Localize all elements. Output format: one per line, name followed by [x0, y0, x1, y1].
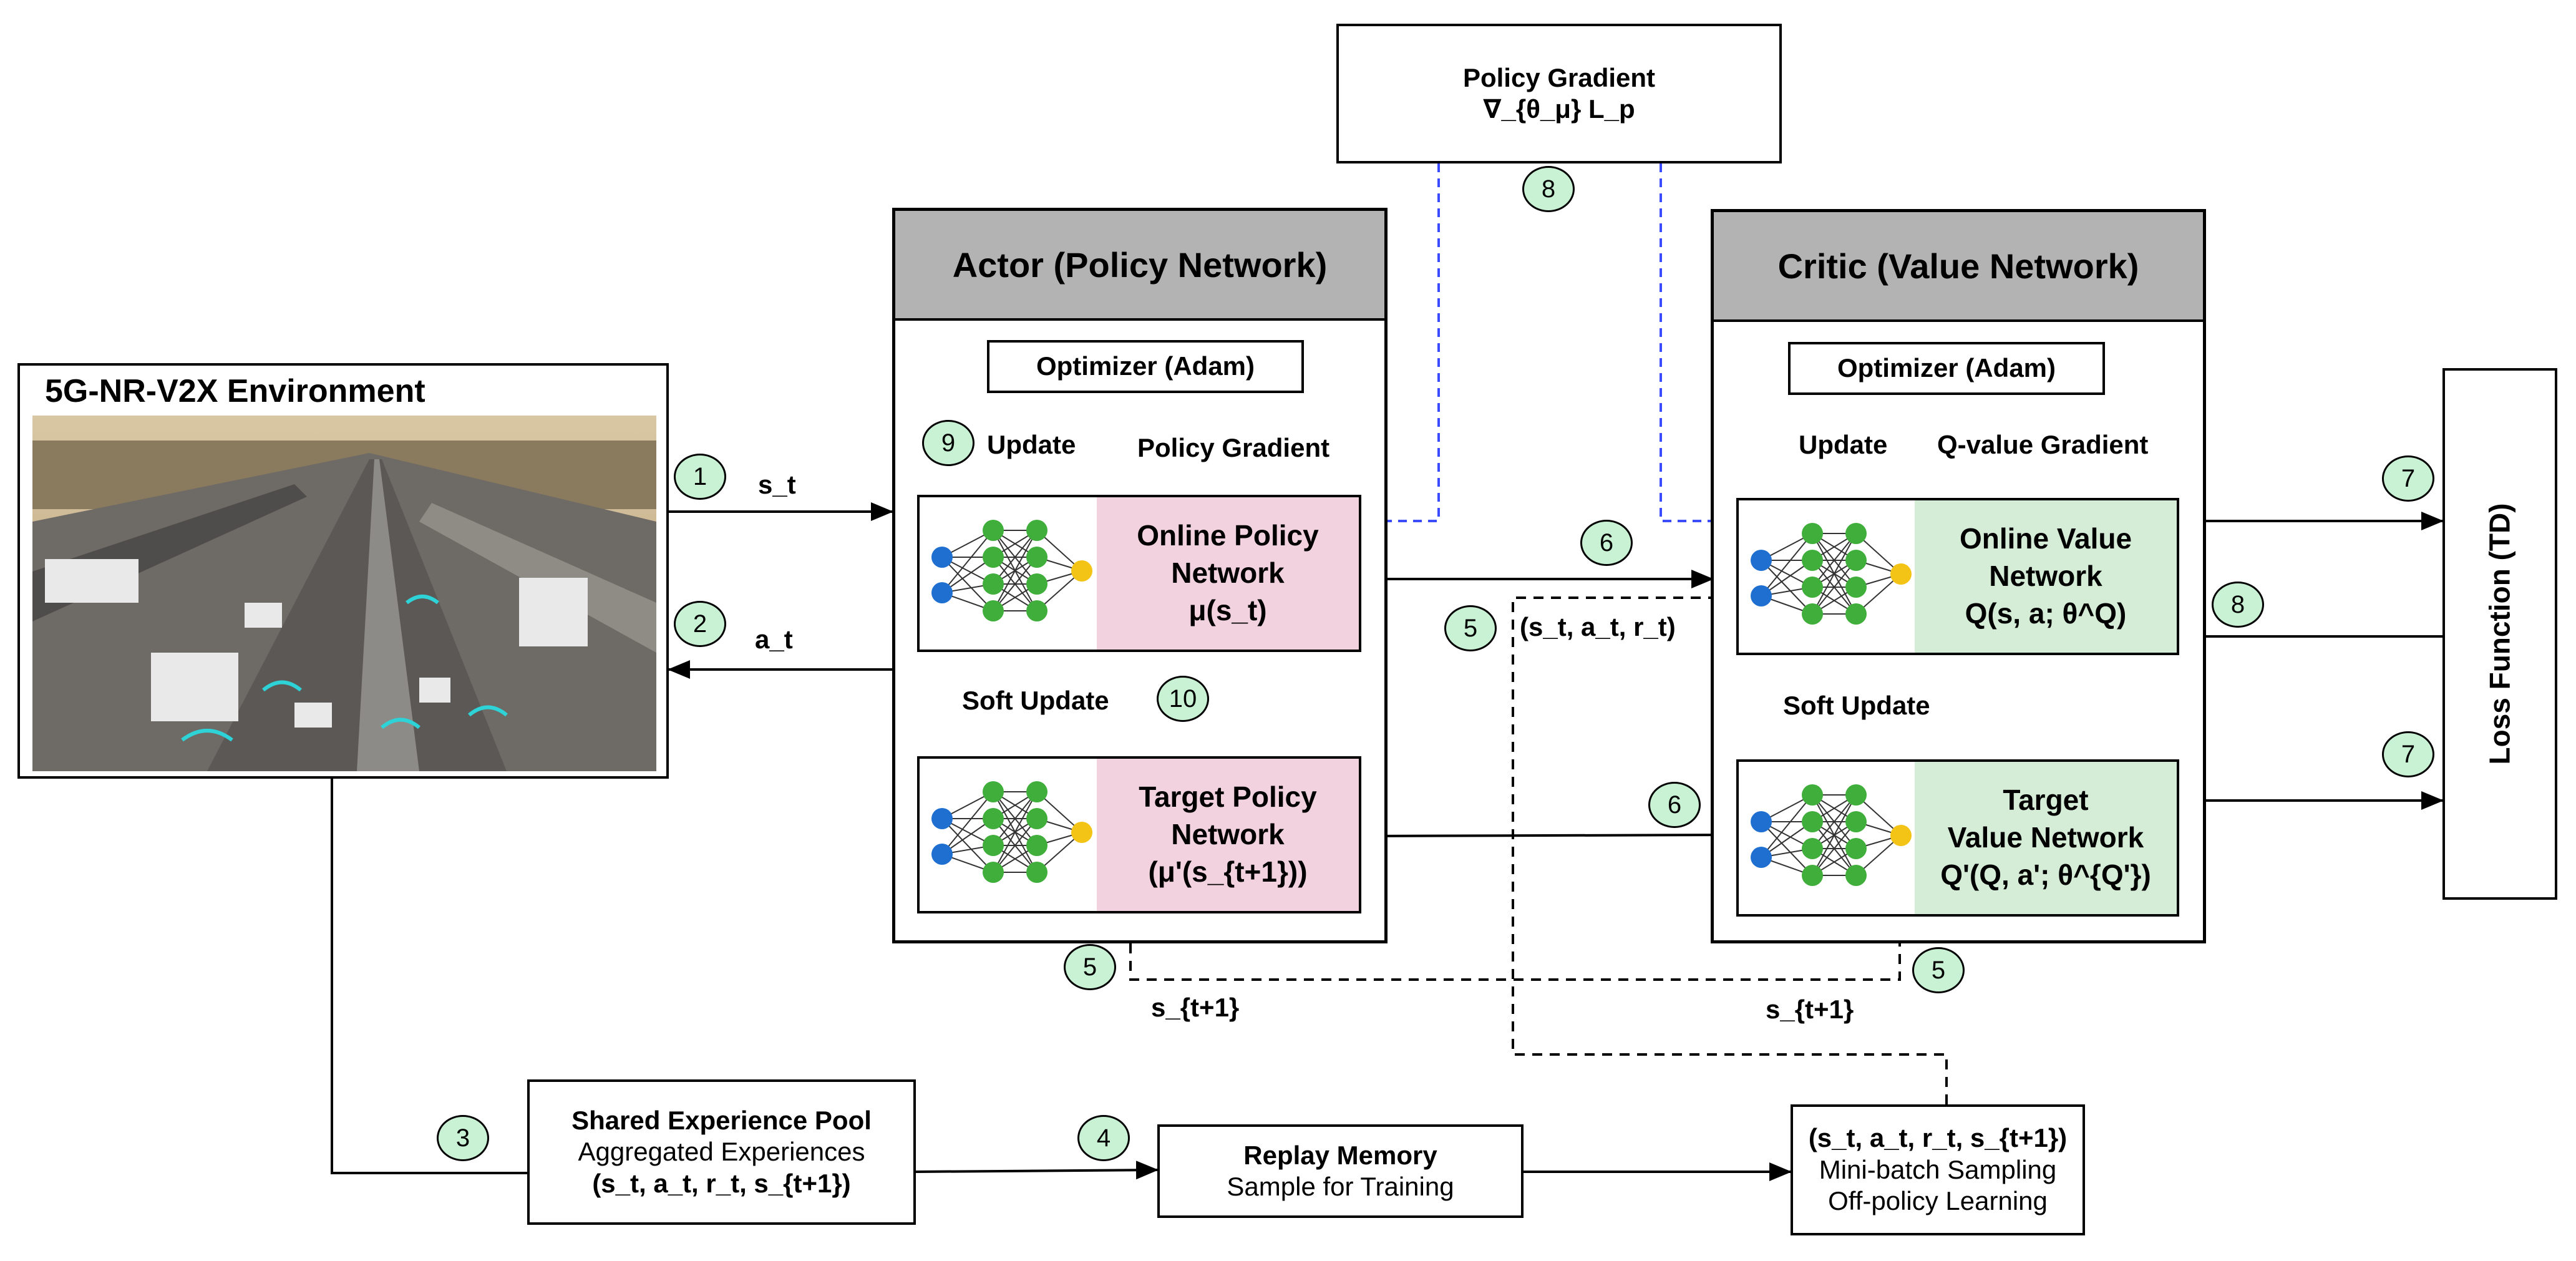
- policy-gradient-formula: ∇_{θ_μ} L_p: [1483, 94, 1635, 124]
- arrow-target-policy-to-value: [1361, 825, 1739, 845]
- step-badge: 9: [922, 420, 975, 466]
- step-badge: 6: [1648, 782, 1701, 828]
- neural-net-icon: [1751, 784, 1912, 886]
- target-value-line3: Q'(Q, a'; θ^{Q'}): [1940, 858, 2151, 891]
- policy-gradient-title: Policy Gradient: [1462, 62, 1656, 92]
- actor-optimizer-label: Optimizer (Adam): [1036, 351, 1255, 381]
- actor-header: Actor (Policy Network): [895, 211, 1384, 321]
- step-badge: 5: [1444, 605, 1497, 651]
- step-badge: 8: [1522, 166, 1575, 212]
- minibatch-tuple: (s_t, a_t, r_t, s_{t+1}): [1808, 1123, 2068, 1153]
- environment-box: 5G-NR-V2X Environment: [17, 363, 669, 779]
- arrow-env-to-pool: [331, 779, 527, 1174]
- minibatch-box: (s_t, a_t, r_t, s_{t+1}) Mini-batch Samp…: [1791, 1104, 2085, 1235]
- critic-gradient-label: Q-value Gradient: [1937, 430, 2149, 459]
- target-policy-line1: Target Policy: [1139, 781, 1317, 814]
- critic-update-label: Update: [1799, 430, 1888, 459]
- transition-label: (s_t, a_t, r_t): [1520, 612, 1676, 641]
- arrow-pool-to-replay: [915, 1161, 1159, 1180]
- step-badge: 7: [2382, 731, 2434, 777]
- experience-pool-title: Shared Experience Pool: [571, 1105, 872, 1135]
- actor-optimizer: Optimizer (Adam): [987, 340, 1304, 393]
- target-value-label: Target Value Network Q'(Q, a'; θ^{Q'}): [1915, 762, 2177, 914]
- loss-function-box: Loss Function (TD): [2442, 368, 2557, 900]
- dashed-next-state: [1129, 943, 1901, 981]
- loss-function-label: Loss Function (TD): [2483, 503, 2516, 765]
- experience-pool-box: Shared Experience Pool Aggregated Experi…: [527, 1079, 916, 1225]
- step-badge: 1: [674, 454, 726, 500]
- online-value-network: Online Value Network Q(s, a; θ^Q): [1736, 498, 2179, 655]
- online-policy-line2: Network: [1171, 557, 1285, 590]
- experience-pool-subtitle: Aggregated Experiences: [578, 1137, 865, 1167]
- target-value-line1: Target: [2003, 784, 2089, 817]
- target-policy-line2: Network: [1171, 818, 1285, 851]
- critic-soft-update-label: Soft Update: [1783, 691, 1930, 720]
- next-state-right-label: s_{t+1}: [1766, 995, 1854, 1024]
- target-policy-network: Target Policy Network (μ'(s_{t+1})): [917, 756, 1361, 913]
- next-state-left-label: s_{t+1}: [1151, 993, 1240, 1022]
- experience-pool-tuple: (s_t, a_t, r_t, s_{t+1}): [592, 1168, 851, 1198]
- actor-update-label: Update: [987, 430, 1076, 459]
- target-value-network: Target Value Network Q'(Q, a'; θ^{Q'}): [1736, 759, 2179, 917]
- critic-header: Critic (Value Network): [1714, 212, 2203, 322]
- online-value-line3: Q(s, a; θ^Q): [1965, 596, 2127, 630]
- critic-optimizer-label: Optimizer (Adam): [1837, 353, 2056, 383]
- step-badge: 2: [674, 601, 726, 647]
- minibatch-sampling: Mini-batch Sampling: [1819, 1154, 2057, 1184]
- policy-gradient-box: Policy Gradient ∇_{θ_μ} L_p: [1336, 24, 1782, 163]
- minibatch-offpolicy: Off-policy Learning: [1828, 1186, 2048, 1216]
- online-value-label: Online Value Network Q(s, a; θ^Q): [1915, 500, 2177, 653]
- replay-memory-subtitle: Sample for Training: [1227, 1172, 1454, 1201]
- neural-net-icon: [1751, 523, 1912, 625]
- state-label: s_t: [758, 470, 796, 499]
- online-policy-line3: μ(s_t): [1188, 593, 1267, 626]
- step-badge: 6: [1580, 520, 1633, 566]
- target-policy-label: Target Policy Network (μ'(s_{t+1})): [1097, 759, 1359, 911]
- actor-gradient-label: Policy Gradient: [1137, 433, 1330, 462]
- critic-optimizer: Optimizer (Adam): [1788, 342, 2105, 395]
- step-badge: 7: [2382, 455, 2434, 502]
- step-badge: 8: [2212, 582, 2264, 628]
- actor-soft-update-label: Soft Update: [962, 686, 1109, 715]
- online-policy-network: Online Policy Network μ(s_t): [917, 495, 1361, 652]
- replay-memory-box: Replay Memory Sample for Training: [1157, 1124, 1524, 1218]
- environment-title: 5G-NR-V2X Environment: [45, 373, 425, 409]
- online-policy-line1: Online Policy: [1137, 519, 1319, 552]
- target-value-line2: Value Network: [1947, 821, 2144, 854]
- step-badge: 3: [437, 1115, 489, 1161]
- replay-memory-title: Replay Memory: [1243, 1140, 1437, 1170]
- neural-net-icon: [931, 781, 1092, 883]
- neural-net-icon: [931, 520, 1092, 621]
- online-value-line1: Online Value: [1959, 522, 2132, 555]
- online-policy-label: Online Policy Network μ(s_t): [1097, 497, 1359, 650]
- step-badge: 5: [1912, 947, 1965, 993]
- step-badge: 4: [1077, 1115, 1130, 1161]
- highway-traffic-photo: [32, 416, 656, 771]
- online-value-line2: Network: [1989, 560, 2102, 593]
- target-policy-line3: (μ'(s_{t+1})): [1148, 855, 1308, 888]
- step-badge: 10: [1157, 676, 1209, 722]
- step-badge: 5: [1064, 944, 1116, 990]
- action-label: a_t: [755, 625, 793, 654]
